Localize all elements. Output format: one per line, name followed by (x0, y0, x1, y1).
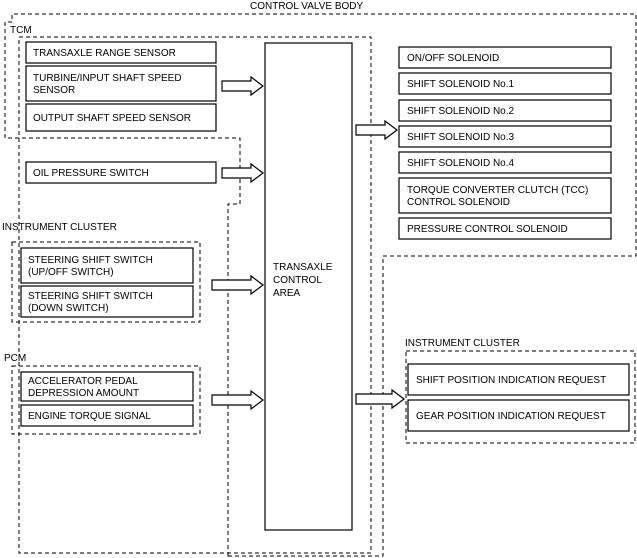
gear-position-indication-request-box-label: GEAR POSITION INDICATION REQUEST (416, 411, 606, 422)
accelerator-pedal-depression-box-label: ACCELERATOR PEDAL (28, 376, 138, 387)
transaxle-control-area (264, 42, 353, 531)
output-shaft-speed-sensor-box-label: OUTPUT SHAFT SPEED SENSOR (33, 113, 191, 124)
instrument-cluster-input-outline (11, 241, 201, 323)
tcc-control-solenoid-box (398, 177, 612, 214)
tcm-outline (18, 36, 372, 554)
engine-torque-signal-box (20, 404, 194, 427)
on-off-solenoid-box-label: ON/OFF SOLENOID (407, 53, 499, 64)
shift-solenoid-4-box (398, 151, 612, 174)
tcm-sensors-arrow (221, 75, 264, 97)
steering-shift-switch-down-box-label: (DOWN SWITCH) (28, 303, 109, 314)
instrument-cluster-output-label: INSTRUMENT CLUSTER (405, 338, 520, 349)
center-label-line-3: AREA (273, 288, 301, 299)
pcm-outline (11, 365, 201, 435)
center-label-line-2: CONTROL (273, 275, 322, 286)
instrument-cluster-input-label: INSTRUMENT CLUSTER (2, 222, 117, 233)
pcm-signal-arrow (211, 389, 264, 411)
shift-solenoid-1-box (398, 72, 612, 95)
input-signals: TRANSAXLE RANGE SENSOR TURBINE/INPUT SHAF… (20, 41, 217, 427)
tcc-control-solenoid-box-label: TORQUE CONVERTER CLUTCH (TCC) (407, 185, 588, 196)
transaxle-range-sensor-box (25, 41, 217, 64)
pcm-label: PCM (4, 353, 26, 364)
shift-solenoid-3-box-label: SHIFT SOLENOID No.3 (407, 132, 515, 143)
steering-shift-switch-up-box (20, 247, 194, 284)
center-label-line-1: TRANSAXLE (273, 262, 333, 273)
accelerator-pedal-depression-box-label: DEPRESSION AMOUNT (28, 388, 139, 399)
instrument-cluster-output-arrow (355, 388, 405, 410)
valve-body-output-arrow (355, 119, 398, 141)
control-valve-body-outline (4, 13, 637, 557)
instrument-cluster-output-outline (405, 350, 636, 444)
shift-solenoid-1-box-label: SHIFT SOLENOID No.1 (407, 79, 515, 90)
oil-pressure-switch-box (25, 161, 217, 184)
tcm-label: TCM (10, 25, 32, 36)
shift-position-indication-request-box-label: SHIFT POSITION INDICATION REQUEST (416, 375, 606, 386)
output-shaft-speed-sensor-box (25, 103, 217, 132)
steering-shift-switch-up-box-label: STEERING SHIFT SWITCH (28, 255, 153, 266)
shift-solenoid-2-box-label: SHIFT SOLENOID No.2 (407, 106, 515, 117)
signal-arrows (211, 75, 405, 411)
pressure-control-solenoid-box (398, 217, 612, 240)
output-signals: ON/OFF SOLENOID SHIFT SOLENOID No.1SHIFT … (398, 46, 630, 432)
turbine-input-shaft-speed-sensor-box-label: TURBINE/INPUT SHAFT SPEED (33, 73, 182, 84)
pressure-control-solenoid-box-label: PRESSURE CONTROL SOLENOID (407, 224, 568, 235)
tcc-control-solenoid-box-label: CONTROL SOLENOID (407, 197, 510, 208)
gear-position-indication-request-box (407, 399, 630, 432)
shift-solenoid-2-box (398, 99, 612, 122)
diagram-title: CONTROL VALVE BODY (250, 1, 364, 12)
oil-pressure-switch-box-label: OIL PRESSURE SWITCH (33, 168, 149, 179)
steering-shift-switch-up-box-label: (UP/OFF SWITCH) (28, 267, 114, 278)
accelerator-pedal-depression-box (20, 371, 194, 402)
engine-torque-signal-box-label: ENGINE TORQUE SIGNAL (28, 411, 151, 422)
steering-shift-switch-down-box-label: STEERING SHIFT SWITCH (28, 291, 153, 302)
turbine-input-shaft-speed-sensor-box-label: SENSOR (33, 85, 75, 96)
oil-pressure-switch-arrow (221, 162, 264, 184)
shift-solenoid-4-box-label: SHIFT SOLENOID No.4 (407, 158, 515, 169)
on-off-solenoid-box (398, 46, 612, 69)
transaxle-range-sensor-box-label: TRANSAXLE RANGE SENSOR (33, 48, 176, 59)
shift-position-indication-request-box (407, 363, 630, 396)
shift-solenoid-3-box (398, 125, 612, 148)
turbine-input-shaft-speed-sensor-box (25, 65, 217, 102)
steering-switch-arrow (211, 274, 264, 296)
steering-shift-switch-down-box (20, 285, 194, 318)
